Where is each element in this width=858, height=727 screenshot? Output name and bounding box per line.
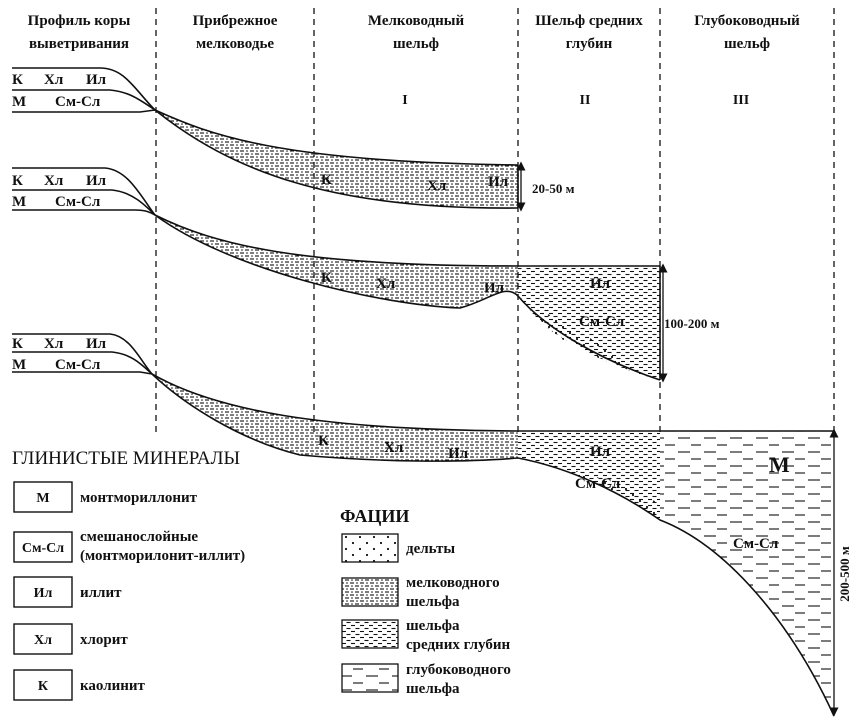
profile-3-weathering-hl: Хл — [44, 336, 64, 352]
profile-1-label-il: Ил — [488, 174, 509, 190]
legend-code-k: К — [38, 679, 49, 694]
facies-name-mid-2: средних глубин — [406, 637, 510, 653]
header-weathering-line1: Профиль коры — [28, 13, 131, 29]
profile-2-weathering-m: М — [12, 194, 26, 210]
profile-1-label-k: К — [321, 172, 332, 188]
profile-2-sea-floor-top — [155, 215, 660, 266]
legend-name-il: иллит — [80, 585, 122, 601]
profile-1-depth-label: 20-50 м — [532, 181, 575, 196]
header-coastal-line1: Прибрежное — [193, 13, 278, 29]
profile-1-weathering-hl: Хл — [44, 72, 64, 88]
profile-3-label-smsl-deep: См-Сл — [733, 536, 779, 552]
facies-swatch-delta — [342, 534, 398, 562]
profile-3: 200-500 м К Хл Ил М См-Сл К Хл Ил Ил См-… — [12, 334, 852, 716]
profile-1-weathering-il: Ил — [86, 72, 107, 88]
header-shallow-line1: Мелководный — [368, 13, 465, 29]
facies-swatch-mid — [342, 620, 398, 648]
profile-3-weathering-il: Ил — [86, 336, 107, 352]
facies-name-shallow: мелководного — [406, 575, 500, 591]
profile-2-weathering-hl: Хл — [44, 173, 64, 189]
profile-2-depth-label: 100-200 м — [664, 316, 720, 331]
column-headers: Профиль коры выветривания Прибрежное мел… — [28, 13, 800, 52]
legend-code-hl: Хл — [34, 633, 52, 648]
legend-name-smsl: смешанослойные — [80, 529, 198, 545]
legend-name-smsl-2: (монтморилонит-иллит) — [80, 548, 245, 564]
profile-2-label-il-shallow: Ил — [484, 280, 505, 296]
minerals-legend: ГЛИНИСТЫЕ МИНЕРАЛЫ М См-Сл Ил Хл К монтм… — [12, 448, 245, 700]
profile-1-weathering-k: К — [12, 72, 23, 88]
profile-1-weathering-base — [12, 110, 155, 112]
profile-2-label-smsl: См-Сл — [579, 314, 625, 330]
profile-3-label-hl: Хл — [384, 440, 404, 456]
profile-2-weathering-il: Ил — [86, 173, 107, 189]
profile-1-weathering-smsl: См-Сл — [55, 94, 101, 110]
profile-3-weathering-k: К — [12, 336, 23, 352]
facies-swatch-deep — [342, 664, 398, 692]
profile-3-weathering-m: М — [12, 357, 26, 373]
profile-2-label-k: К — [321, 270, 332, 286]
facies-legend: ФАЦИИ дельты мелководного шельфа шельфа … — [340, 506, 511, 697]
facies-name-mid: шельфа — [406, 618, 460, 634]
profile-3-deep-fill — [660, 431, 834, 716]
profile-3-weathering-smsl: См-Сл — [55, 357, 101, 373]
zone-dividers — [156, 8, 834, 432]
facies-name-shallow-2: шельфа — [406, 594, 460, 610]
facies-legend-title: ФАЦИИ — [340, 506, 409, 526]
legend-name-k: каолинит — [80, 678, 146, 694]
header-shallow-line2: шельф — [393, 36, 439, 52]
minerals-legend-title: ГЛИНИСТЫЕ МИНЕРАЛЫ — [12, 448, 240, 469]
facies-name-delta: дельты — [406, 541, 455, 557]
legend-code-smsl: См-Сл — [22, 541, 64, 556]
zone-number-3: III — [733, 93, 749, 108]
profile-3-label-k: К — [318, 433, 329, 449]
legend-code-m: М — [36, 491, 49, 506]
header-mid-line1: Шельф средних — [535, 13, 643, 29]
profile-2-weathering-base — [12, 210, 155, 215]
profile-3-label-il-shallow: Ил — [448, 446, 469, 462]
header-weathering-line2: выветривания — [29, 36, 129, 52]
header-mid-line2: глубин — [566, 36, 613, 52]
profile-2-weathering-k: К — [12, 173, 23, 189]
zone-numbers: I II III — [402, 93, 749, 108]
profile-2-weathering-smsl: См-Сл — [55, 194, 101, 210]
profile-2: 100-200 м К Хл Ил М См-Сл К Хл Ил Ил См-… — [12, 168, 720, 380]
legend-name-m: монтмориллонит — [80, 490, 198, 506]
profile-3-label-m: М — [769, 452, 790, 477]
profile-2-label-hl: Хл — [376, 276, 396, 292]
facies-swatch-shallow — [342, 578, 398, 606]
header-coastal-line2: мелководье — [196, 36, 274, 52]
header-deep-line2: шельф — [724, 36, 770, 52]
legend-code-il: Ил — [34, 586, 53, 601]
profile-1-weathering-m: М — [12, 94, 26, 110]
zone-number-1: I — [402, 93, 407, 108]
facies-name-deep: глубоководного — [406, 662, 511, 678]
zone-number-2: II — [580, 93, 591, 108]
profile-1-label-hl: Хл — [427, 178, 447, 194]
profile-3-depth-label: 200-500 м — [837, 546, 852, 602]
profile-2-label-il-mid: Ил — [590, 276, 611, 292]
header-deep-line1: Глубоководный — [694, 13, 800, 29]
profile-3-label-il-mid: Ил — [590, 444, 611, 460]
legend-name-hl: хлорит — [80, 632, 128, 648]
facies-name-deep-2: шельфа — [406, 681, 460, 697]
profile-2-shallow-fill — [155, 215, 518, 308]
profile-3-label-smsl-mid: См-Сл — [575, 476, 621, 492]
